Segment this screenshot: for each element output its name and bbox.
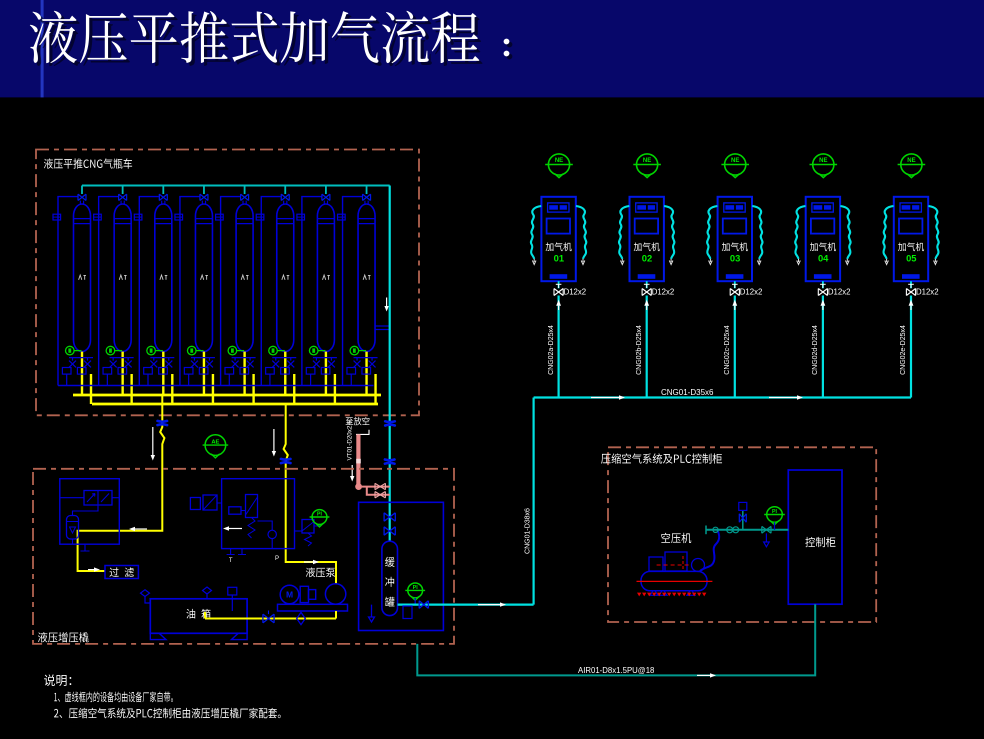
svg-text:CNG02c-D25x4: CNG02c-D25x4 (724, 325, 731, 375)
svg-text:CNG02d-D25x4: CNG02d-D25x4 (812, 325, 819, 375)
svg-text:05: 05 (906, 252, 916, 263)
svg-text:CNG02a-D25x4: CNG02a-D25x4 (548, 325, 555, 375)
svg-text:D12x2: D12x2 (564, 288, 587, 297)
svg-text:04: 04 (818, 252, 829, 263)
svg-text:D12x2: D12x2 (740, 288, 763, 297)
svg-text:M: M (286, 590, 293, 600)
svg-text:CNG02b-D25x4: CNG02b-D25x4 (636, 325, 643, 375)
svg-text:03: 03 (730, 252, 740, 263)
svg-text:P: P (275, 556, 279, 562)
svg-text:AIR01-D8x1.5PU@18: AIR01-D8x1.5PU@18 (578, 666, 654, 675)
svg-text:CNG01-D35x6: CNG01-D35x6 (661, 388, 714, 397)
svg-text:D12x2: D12x2 (828, 288, 851, 297)
svg-text:T: T (229, 558, 233, 564)
svg-text:CNG02e-D25x4: CNG02e-D25x4 (900, 325, 907, 375)
svg-text:01: 01 (554, 252, 564, 263)
svg-text:PI: PI (317, 511, 322, 517)
svg-text:D12x2: D12x2 (652, 288, 675, 297)
svg-text:CNG01-D38x6: CNG01-D38x6 (524, 508, 531, 554)
svg-text:VT01-D20x2.5: VT01-D20x2.5 (346, 420, 353, 460)
svg-text:PI: PI (772, 509, 777, 515)
svg-text:02: 02 (642, 252, 652, 263)
svg-text:D12x2: D12x2 (916, 288, 939, 297)
svg-text:PI: PI (413, 585, 418, 591)
svg-text:AE: AE (211, 440, 219, 446)
